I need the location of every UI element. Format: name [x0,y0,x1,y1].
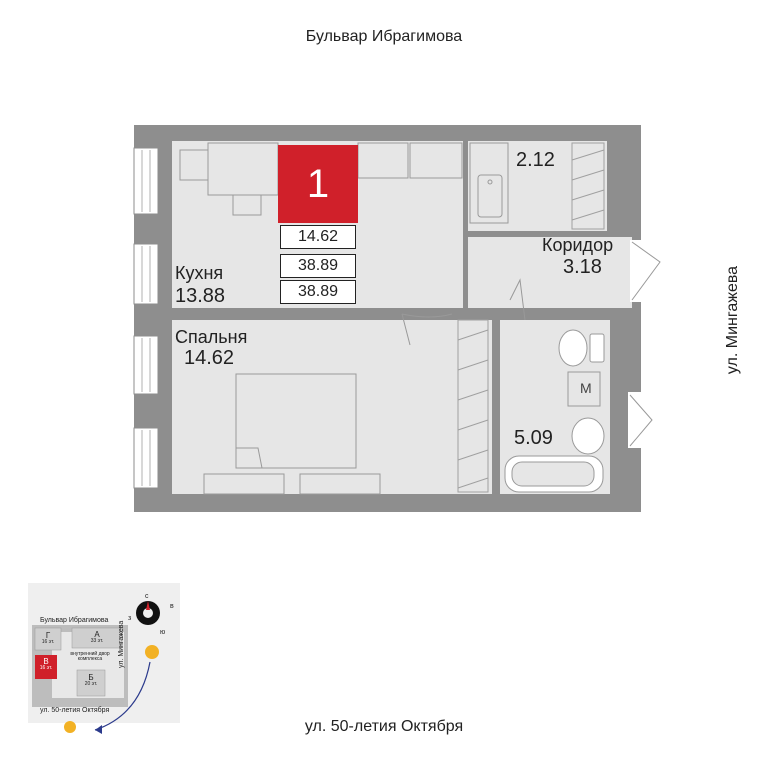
window-right [628,392,641,448]
corridor-area: 3.18 [563,256,602,278]
rooms-count-badge: 1 [278,145,358,223]
kitchen-furniture [179,142,509,224]
shaft-hatch-wc [571,142,605,230]
corridor-label: Коридор [542,235,614,255]
minimap-street-top: Бульвар Ибрагимова [40,617,109,624]
window-right-swing [629,394,653,447]
bedroom-floor [172,320,492,494]
sun-path-arrow [94,661,151,731]
bedroom-label: Спальня [175,327,248,347]
courtyard-label: внутренний двор комплекса [70,651,110,663]
corridor-floor [467,237,632,308]
street-name-bottom: ул. 50-летия Октября [304,718,464,735]
bathroom-fixtures [504,329,605,493]
minimap-street-bottom: ул. 50-летия Октября [40,707,110,714]
closet-hatch [457,319,489,493]
compass-w: з [128,615,132,622]
kitchen-label: Кухня [175,263,224,283]
building-g [34,627,62,651]
compass-n: с [145,593,149,600]
stat-living-area: 14.62 [280,225,356,249]
bedroom-area: 14.62 [184,347,235,369]
street-name-top: Бульвар Ибрагимова [305,28,463,45]
windows-left [133,147,159,489]
building-v [35,655,57,679]
door-swings [401,278,526,346]
building-a [71,627,123,649]
sun-icon-low [64,721,76,733]
kitchen-area: 13.88 [175,285,226,307]
entrance-opening [630,240,641,302]
bathroom-area: 5.09 [514,427,553,449]
compass-s: ю [160,629,166,636]
compass-e: в [170,603,174,610]
room-floors [172,141,632,494]
sun-icon [145,645,159,659]
stat-total-area: 38.89 [280,254,356,278]
entrance-door-swing [631,241,661,301]
interior-walls [172,141,632,494]
meter-label: М [580,380,592,396]
window-glass-lines [141,150,151,486]
bedroom-furniture [203,373,381,495]
building-b [76,669,106,697]
wc-area: 2.12 [516,149,555,171]
compass-needle [146,601,150,610]
stat-total-area-2: 38.89 [280,280,356,304]
